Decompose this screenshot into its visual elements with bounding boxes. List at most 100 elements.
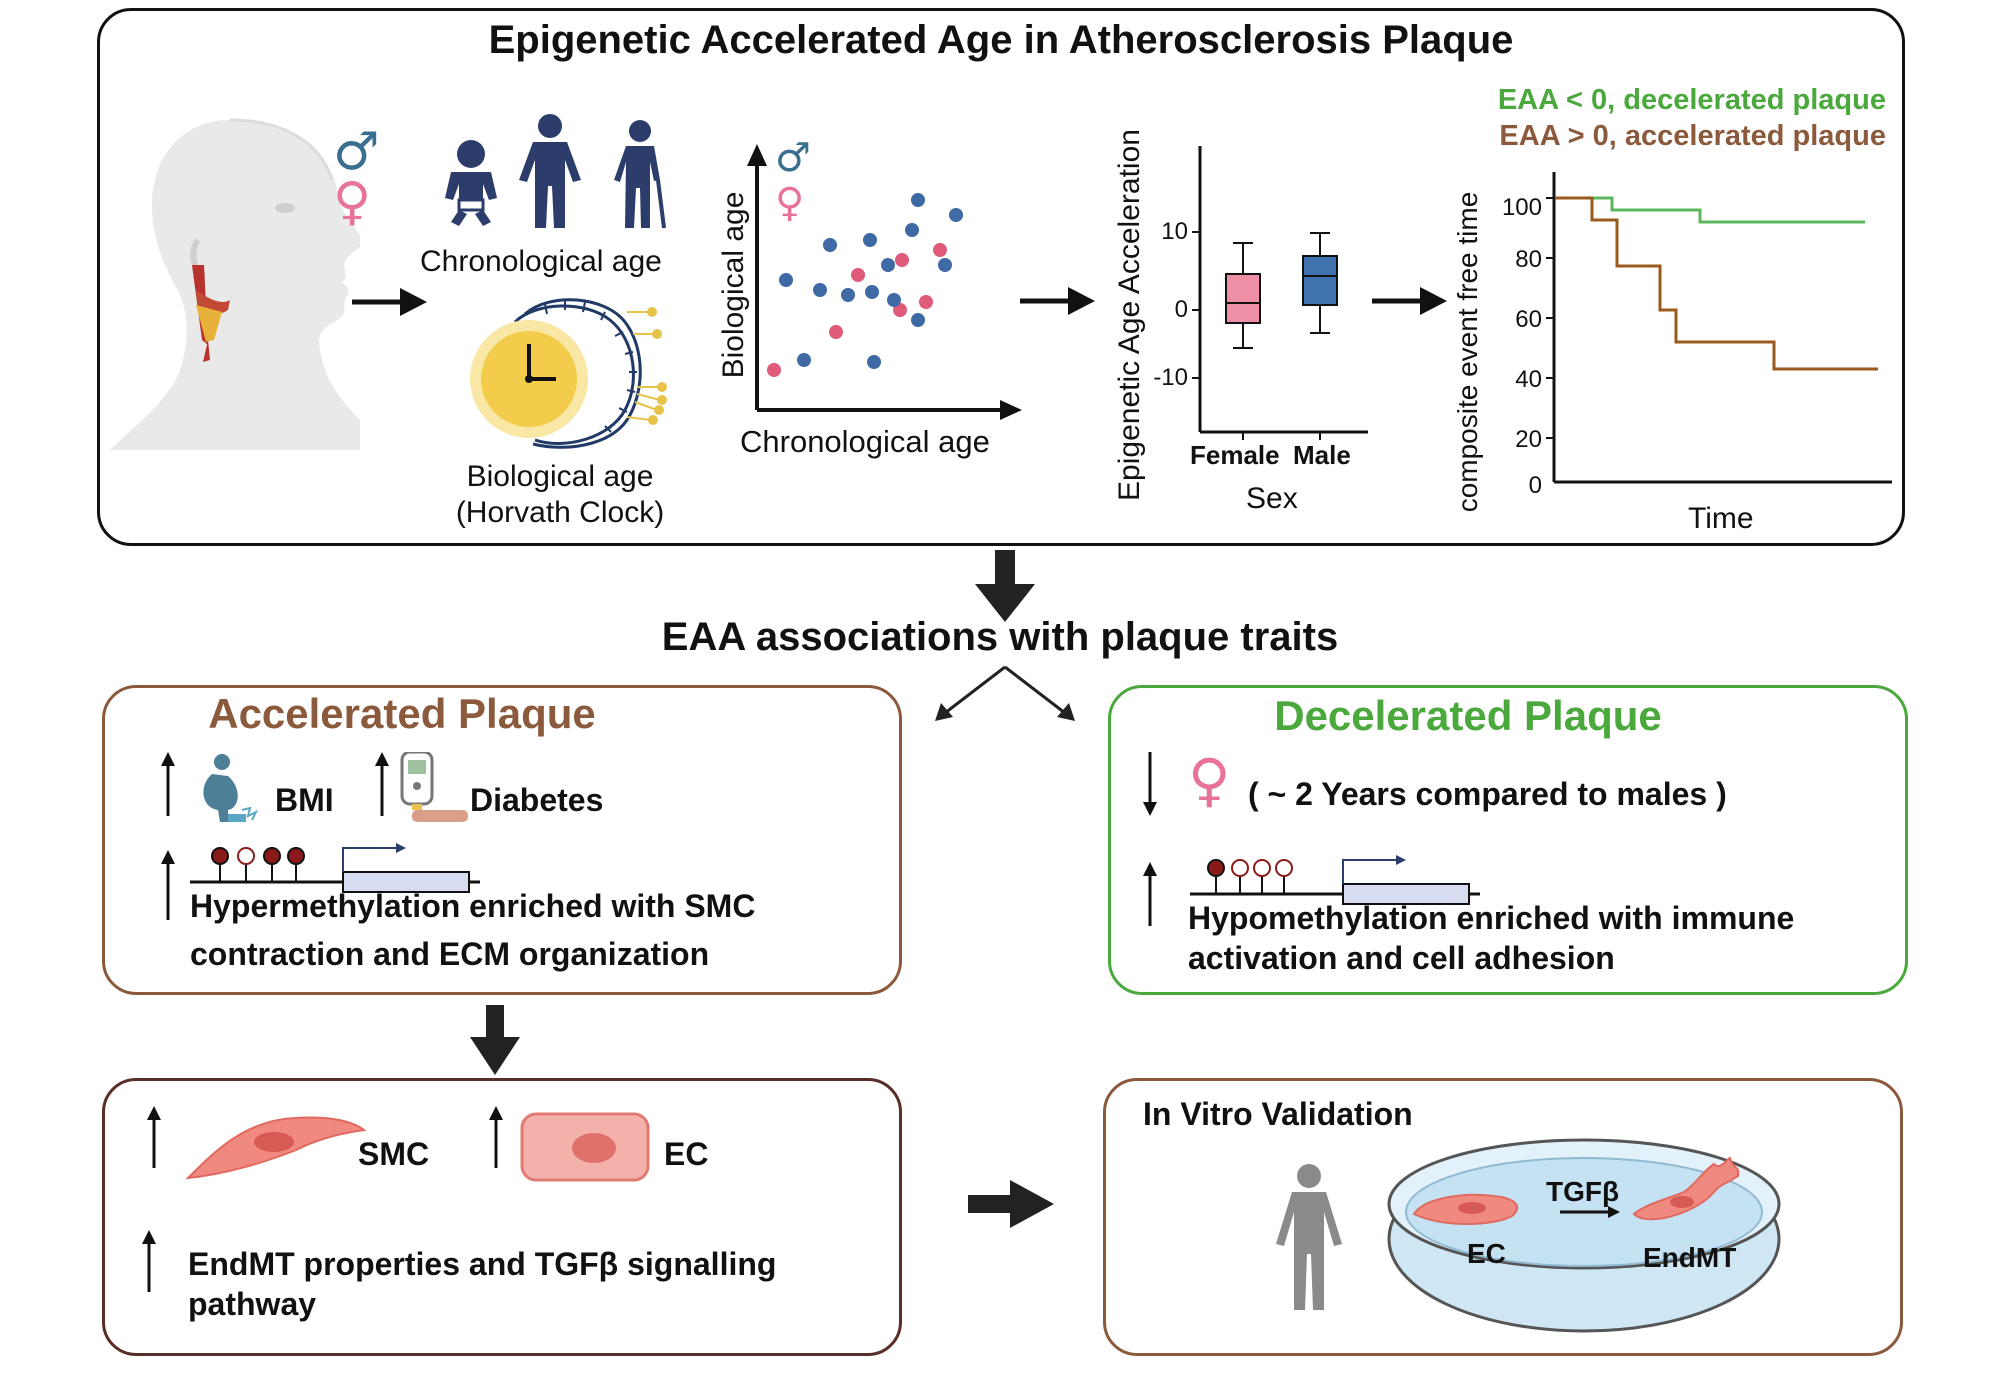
hypermethylation-line2: contraction and ECM organization — [190, 936, 710, 972]
scatter-dot — [797, 353, 811, 367]
scatter-dot — [841, 288, 855, 302]
accelerated-panel — [102, 685, 902, 995]
head-profile-icon — [110, 118, 360, 450]
survival-ylabel: composite event free time — [1452, 191, 1483, 513]
bmi-label: BMI — [275, 782, 334, 818]
scatter-dot — [863, 233, 877, 247]
horvath-clock-label: (Horvath Clock) — [455, 496, 665, 529]
dna-icon — [513, 298, 667, 449]
arrow-icon — [1372, 287, 1447, 315]
scatter-dot — [867, 355, 881, 369]
decelerated-title: Decelerated Plaque — [1274, 692, 1662, 739]
scatter-dot — [919, 295, 933, 309]
down-arrow-icon — [470, 1005, 520, 1075]
elderly-icon — [614, 120, 666, 229]
boxplot-chart — [1192, 146, 1368, 440]
invitro-endmt-label: EndMT — [1643, 1242, 1737, 1273]
cells-panel — [102, 1078, 902, 1356]
invitro-ec-label: EC — [1467, 1238, 1506, 1269]
legend-accelerated: EAA > 0, accelerated plaque — [1499, 120, 1886, 152]
hypomethylation-line1: Hypomethylation enriched with immune — [1188, 900, 1795, 936]
scatter-dot — [767, 363, 781, 377]
ec-cell-icon — [520, 1112, 650, 1182]
down-arrow-small-icon — [1143, 752, 1157, 816]
accelerated-title: Accelerated Plaque — [208, 690, 596, 737]
arrow-icon — [352, 288, 427, 316]
diabetes-label: Diabetes — [470, 782, 604, 818]
up-arrow-icon — [161, 752, 175, 816]
survival-tick-40: 40 — [1515, 366, 1542, 393]
smc-cell-icon — [186, 1116, 366, 1180]
boxplot-tick-neg10: -10 — [1153, 364, 1188, 391]
scatter-dot — [813, 283, 827, 297]
boxplot-ylabel: Epigenetic Age Acceleration — [1113, 129, 1146, 501]
hypomethylation-line2: activation and cell adhesion — [1188, 940, 1615, 976]
up-arrow-icon — [161, 850, 175, 920]
survival-tick-100: 100 — [1501, 194, 1542, 221]
associations-heading: EAA associations with plaque traits — [661, 615, 1339, 659]
male-symbol-icon: ♂ — [333, 122, 380, 182]
survival-chart — [1546, 172, 1892, 484]
scatter-dot — [851, 268, 865, 282]
up-arrow-icon — [142, 1230, 156, 1292]
survival-xlabel: Time — [1688, 502, 1754, 535]
biological-age-label: Biological age — [466, 460, 654, 493]
scatter-dot — [895, 253, 909, 267]
adult-icon — [519, 114, 581, 228]
hypermethylation-line1: Hypermethylation enriched with SMC — [190, 888, 756, 924]
down-arrow-icon — [975, 550, 1035, 622]
invitro-tgfb-label: TGFβ — [1546, 1176, 1620, 1207]
boxplot-xlabel: Sex — [1246, 482, 1298, 515]
top-panel — [97, 8, 1905, 546]
boxplot-cat-male: Male — [1293, 440, 1351, 470]
scatter-female-symbol: ♀ — [775, 180, 805, 226]
scatter-plot — [747, 144, 1022, 420]
female-symbol-icon: ♀ — [1188, 746, 1231, 814]
branch-arrows-icon — [935, 665, 1075, 721]
up-arrow-icon — [489, 1106, 503, 1168]
scatter-dot — [829, 325, 843, 339]
up-arrow-icon — [1143, 862, 1157, 926]
scatter-dot — [887, 293, 901, 307]
scatter-male-symbol: ♂ — [775, 135, 811, 181]
decelerated-panel — [1108, 685, 1908, 995]
top-title: Epigenetic Accelerated Age in Atheroscle… — [488, 18, 1514, 62]
invitro-title: In Vitro Validation — [1143, 1096, 1413, 1132]
female-symbol-icon: ♀ — [333, 172, 372, 232]
baby-icon — [445, 140, 497, 226]
scatter-dot — [905, 223, 919, 237]
smc-label: SMC — [358, 1136, 430, 1172]
methylation-lollipop-icon — [190, 843, 480, 893]
right-arrow-icon — [968, 1180, 1054, 1228]
up-arrow-icon — [147, 1106, 161, 1168]
endmt-line2: pathway — [188, 1286, 317, 1322]
legend-decelerated: EAA < 0, decelerated plaque — [1497, 84, 1886, 116]
scatter-dot — [823, 238, 837, 252]
survival-tick-60: 60 — [1515, 306, 1542, 333]
up-arrow-icon — [375, 752, 389, 816]
female-years-text: ( ~ 2 Years compared to males ) — [1248, 776, 1727, 812]
scatter-dot — [949, 208, 963, 222]
boxplot-tick-10: 10 — [1161, 218, 1188, 245]
scatter-dot — [779, 273, 793, 287]
survival-tick-80: 80 — [1515, 246, 1542, 273]
survival-tick-0: 0 — [1528, 472, 1542, 499]
endmt-line1: EndMT properties and TGFβ signalling — [188, 1246, 777, 1282]
scatter-dot — [933, 243, 947, 257]
scatter-dot — [911, 193, 925, 207]
scatter-dot — [911, 313, 925, 327]
survival-tick-20: 20 — [1515, 426, 1542, 453]
methylation-lollipop-icon — [1190, 855, 1480, 905]
chronological-age-label: Chronological age — [420, 245, 662, 278]
boxplot-cat-female: Female — [1190, 440, 1280, 470]
scatter-dot — [865, 285, 879, 299]
scatter-dot — [881, 258, 895, 272]
scatter-dot — [938, 258, 952, 272]
glucose-meter-icon — [400, 752, 468, 822]
scatter-ylabel: Biological age — [717, 191, 750, 379]
ec-label: EC — [664, 1136, 709, 1172]
boxplot-tick-0: 0 — [1174, 296, 1188, 323]
arrow-icon — [1020, 287, 1095, 315]
scatter-xlabel: Chronological age — [740, 424, 990, 459]
petri-dish-icon — [1387, 1138, 1781, 1333]
